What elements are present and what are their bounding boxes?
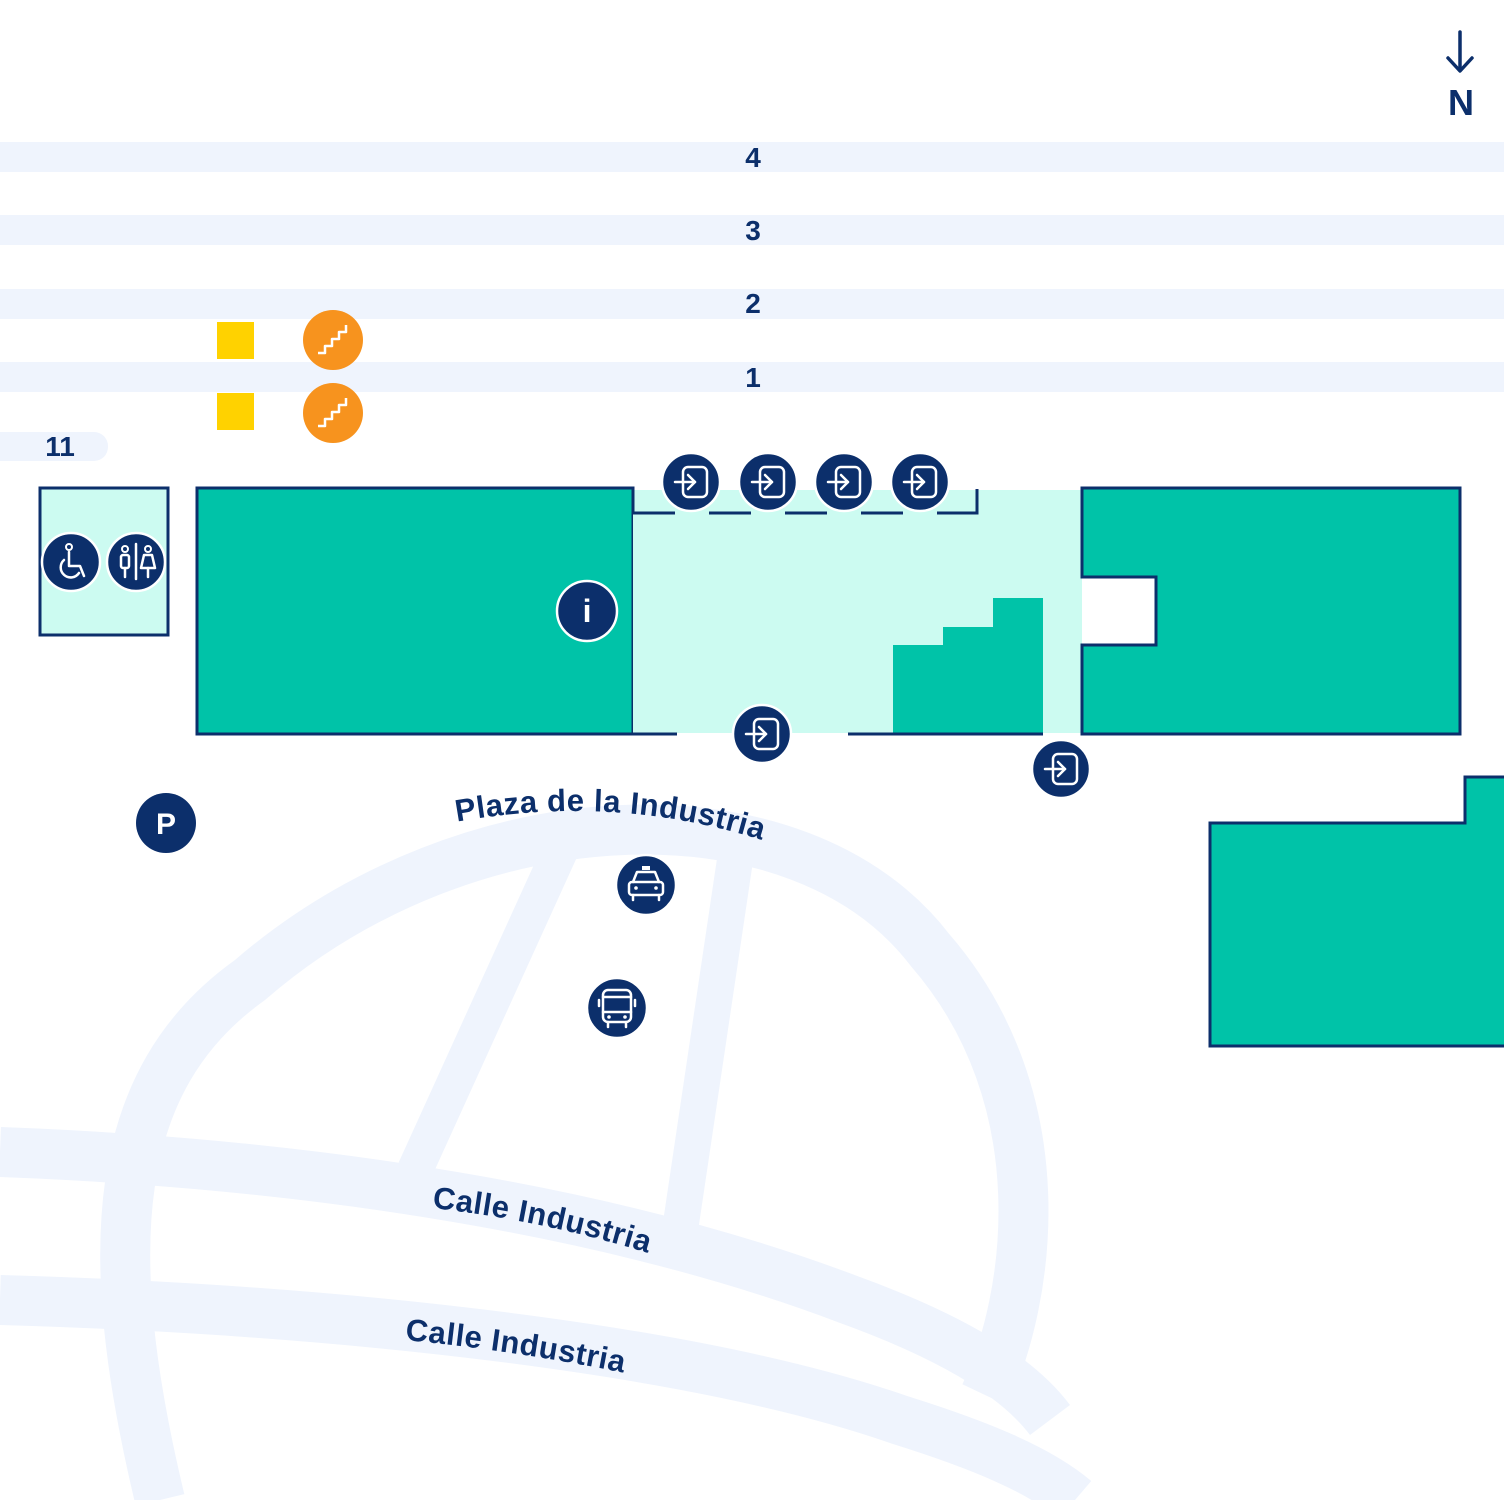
road-connector-east — [662, 857, 753, 1233]
information-icon[interactable]: i — [555, 579, 619, 643]
bus-icon[interactable] — [585, 976, 649, 1040]
platform-marker — [217, 322, 254, 359]
platform-11-number: 11 — [45, 431, 75, 462]
station-building — [195, 486, 1462, 736]
platform-3-number: 3 — [745, 215, 761, 246]
platform-2 — [0, 289, 1504, 319]
secondary-building — [1208, 775, 1504, 1048]
north-arrow: N — [1446, 30, 1474, 123]
platform-4-number: 4 — [745, 142, 761, 173]
entrance-icon[interactable] — [813, 451, 875, 513]
road-calle-industria-upper — [0, 1127, 1070, 1436]
roads — [0, 804, 1092, 1500]
road-connector-west — [398, 832, 582, 1178]
platform-1-number: 1 — [745, 362, 761, 393]
svg-text:P: P — [156, 808, 176, 841]
entrance-icon[interactable] — [737, 451, 799, 513]
wheelchair-icon[interactable] — [40, 531, 102, 593]
platform-3 — [0, 215, 1504, 245]
taxi-icon[interactable] — [614, 853, 678, 917]
svg-text:i: i — [583, 593, 592, 629]
platform-1 — [0, 362, 1504, 392]
entrance-icon[interactable] — [731, 703, 793, 765]
entrance-icon[interactable] — [889, 451, 951, 513]
platform-4 — [0, 142, 1504, 172]
platform-tracks: 4 3 2 1 11 — [0, 142, 1504, 462]
road-calle-industria-lower — [0, 1275, 1092, 1500]
stairs-icon[interactable] — [303, 310, 363, 370]
platform-marker — [217, 393, 254, 430]
building-inner-block — [893, 598, 1043, 733]
toilets-icon[interactable] — [105, 531, 167, 593]
parking-icon[interactable]: P — [136, 793, 196, 853]
building-east-wing — [1080, 486, 1462, 736]
entrance-icon[interactable] — [660, 451, 722, 513]
north-label: N — [1448, 82, 1474, 123]
platform-2-number: 2 — [745, 288, 761, 319]
stairs-icon[interactable] — [303, 383, 363, 443]
entrance-icon[interactable] — [1030, 738, 1092, 800]
platform-11 — [0, 432, 108, 461]
